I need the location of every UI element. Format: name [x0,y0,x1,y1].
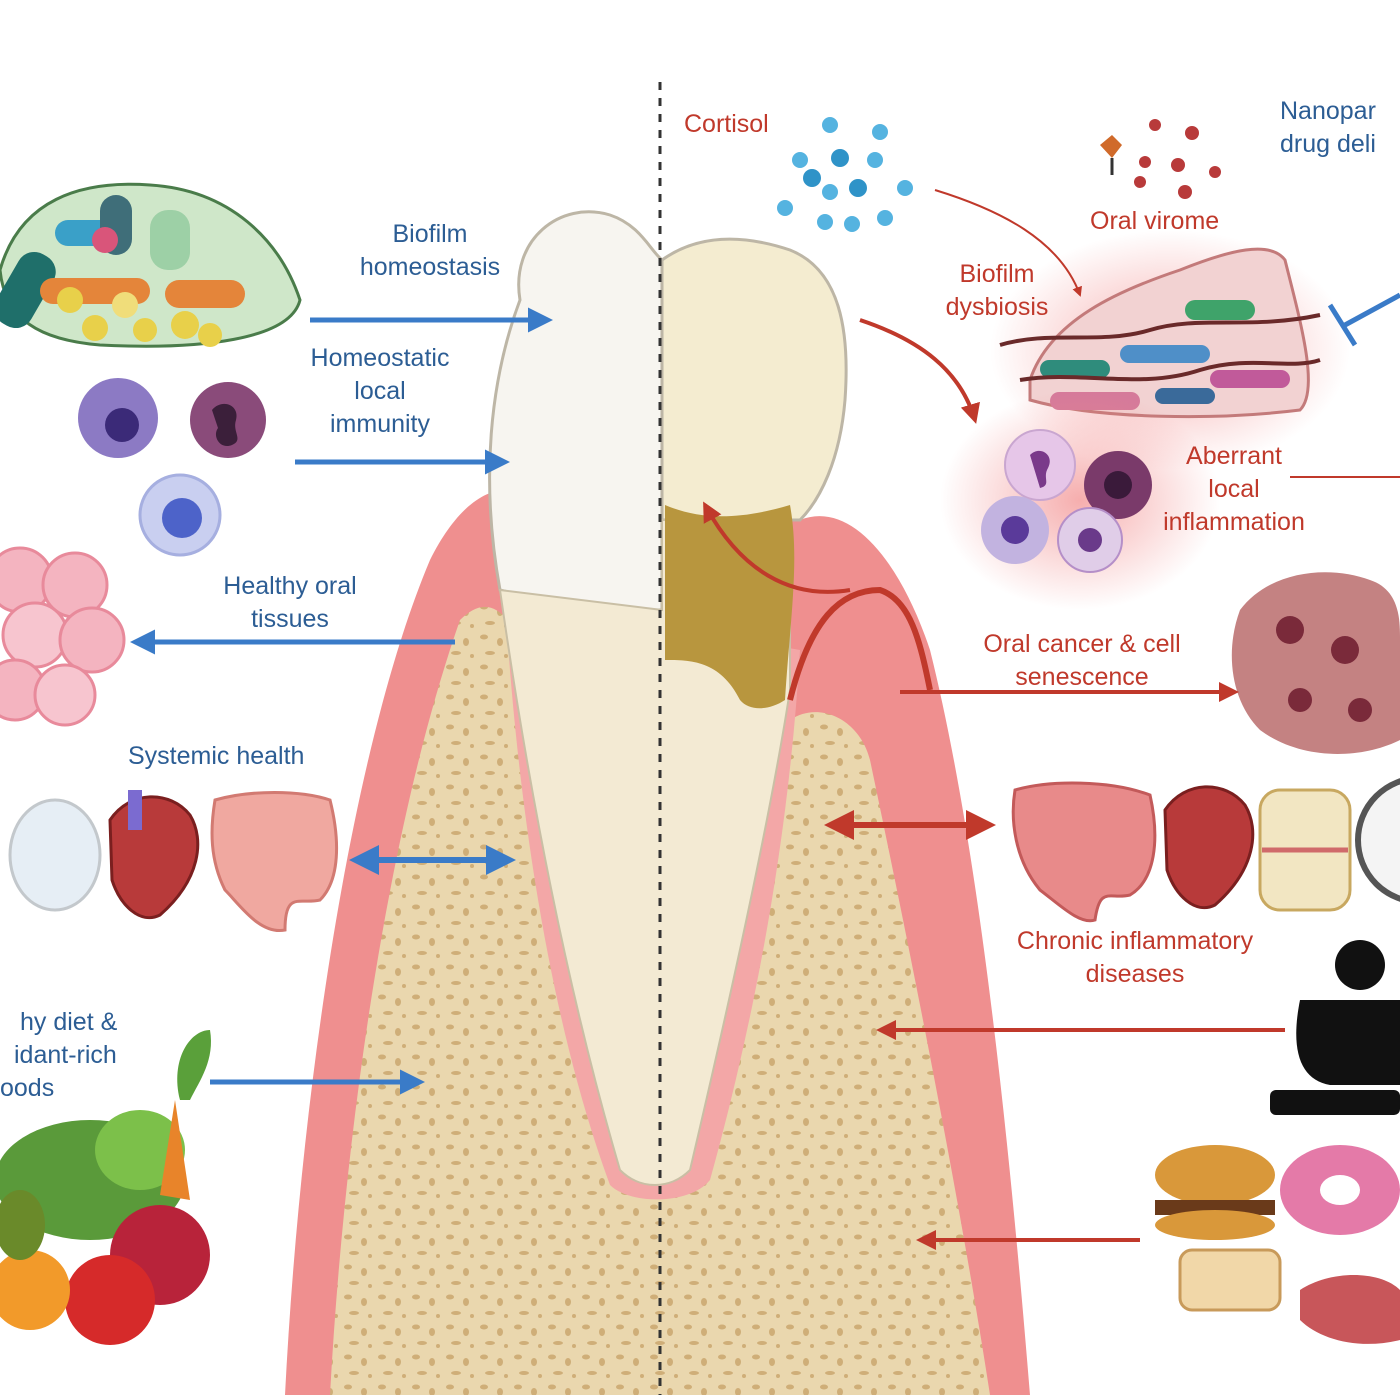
label-line: diseases [1085,960,1185,988]
label-line: Biofilm [959,260,1035,288]
label-chronic-diseases: Chronic inflammatory diseases [1017,925,1253,991]
label-line: homeostasis [359,253,501,281]
tooth-cross-section [285,210,1030,1396]
label-line: local [1208,475,1260,503]
label-healthy-tissues: Healthy oral tissues [223,570,356,636]
label-cortisol: Cortisol [684,110,769,138]
label-line: dysbiosis [945,293,1049,321]
diseased-crown [660,237,848,522]
label-line: local [354,377,406,405]
label-line: Oral cancer & cell [983,630,1181,658]
label-oral-virome: Oral virome [1090,207,1220,235]
label-biofilm-homeostasis: Biofilm homeostasis [360,218,500,284]
label-line: idant-rich [14,1041,117,1069]
virus-icon [1100,119,1221,199]
label-line: immunity [329,410,431,438]
label-line: senescence [1015,663,1149,691]
immune-cell-icon [78,378,266,557]
inflamed-gum-margin [787,586,933,701]
label-line: inflammation [1163,508,1305,536]
label-line: Healthy oral [223,572,357,600]
disease-arrows [703,189,1400,1250]
junk-food-icon [1155,1145,1400,1344]
label-line: Chronic inflammatory [1016,927,1254,955]
arrow-dysbiosis-cycle-bottom [703,501,851,594]
label-line: Aberrant [1186,442,1282,470]
label-line: Homeostatic [310,344,450,372]
label-line: Biofilm [392,220,468,248]
inhibition-icon [1327,292,1400,347]
vegetables-icon [0,1030,211,1345]
label-oral-cancer: Oral cancer & cell senescence [983,628,1180,694]
organ-icon [8,790,338,932]
label-nanoparticle: Nanopar drug deli [1280,95,1376,161]
arrow-cortisol-to-biofilm [934,189,1082,297]
label-line: drug deli [1280,130,1376,158]
label-aberrant-inflammation: Aberrant local inflammation [1163,440,1305,539]
tissue-cells-icon [0,546,126,727]
inflamed-organs-icon [1011,781,1352,923]
label-line: Nanopar [1280,97,1376,125]
cancer-cells-icon [1231,572,1400,754]
label-line: tissues [251,605,329,633]
inflammatory-cells-icon [940,390,1220,610]
label-healthy-diet: hy diet & idant-rich oods [0,1006,117,1105]
stress-person-icon [1270,940,1400,1115]
cortisol-molecule-icon [777,117,913,232]
healthy-crown [488,210,664,612]
label-homeostatic-immunity: Homeostatic local immunity [311,342,450,441]
label-line: hy diet & [20,1008,118,1036]
bacteria-biofilm-icon [0,182,302,348]
label-systemic-health: Systemic health [128,742,305,770]
label-line: oods [0,1074,55,1102]
label-biofilm-dysbiosis: Biofilm dysbiosis [946,258,1049,324]
healthy-arrows [130,307,553,1095]
calculus-deposit [665,505,795,709]
clock-icon [1355,778,1400,902]
arrow-dysbiosis-cycle-top [859,318,980,424]
tooth-root [498,519,791,1186]
